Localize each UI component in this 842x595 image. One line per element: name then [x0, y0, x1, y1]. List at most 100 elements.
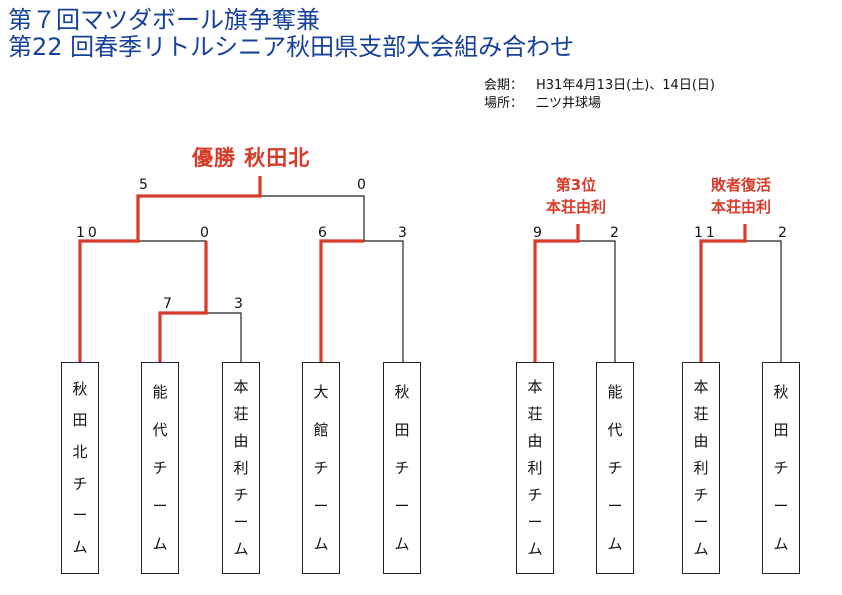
team-name-char: 由	[527, 431, 543, 450]
team-name-char: チ	[693, 486, 709, 505]
team-name-char: ム	[313, 535, 329, 553]
winner-path-third	[533, 224, 580, 362]
team-box-honjo-yuri-rep: 本荘由利チーム	[682, 362, 720, 574]
team-name-char: 能	[607, 383, 623, 401]
team-name-char: 田	[773, 421, 789, 439]
team-name-char: チ	[773, 459, 789, 477]
score-semi1-left: 10	[76, 225, 100, 241]
team-name-char: チ	[72, 474, 88, 493]
score-final-left: 5	[139, 177, 148, 193]
team-name-char: 利	[693, 458, 709, 477]
team-name-char: チ	[527, 486, 543, 505]
winner-path-champion	[78, 176, 262, 362]
score-rep-left: 11	[694, 225, 718, 241]
team-name-char: 大	[313, 383, 329, 401]
team-name-char: ー	[527, 513, 543, 532]
team-name-char: 能	[152, 383, 168, 401]
team-name-char: ム	[607, 535, 623, 553]
team-name-char: 秋	[773, 383, 789, 401]
score-semi1-right: 0	[200, 225, 209, 241]
team-name-char: ム	[72, 538, 88, 557]
winner-path-qf	[158, 241, 208, 362]
line-semi2-right	[364, 240, 404, 362]
date-label: 会期：	[484, 78, 524, 93]
team-box-akita: 秋田チーム	[383, 362, 421, 574]
team-box-akita-kita: 秋田北チーム	[61, 362, 99, 574]
third-place-title: 第3位	[555, 176, 597, 194]
team-name-char: ム	[233, 540, 249, 559]
team-name-char: チ	[152, 459, 168, 477]
team-box-honjo-yuri-third: 本荘由利チーム	[516, 362, 554, 574]
team-name-char: ー	[394, 497, 410, 515]
team-box-akita-rep: 秋田チーム	[762, 362, 800, 574]
team-name-char: 本	[527, 377, 543, 396]
line-semi1-right	[138, 240, 207, 313]
team-name-char: 由	[693, 431, 709, 450]
team-name-char: 由	[233, 431, 249, 450]
champion-label: 優勝 秋田北	[192, 146, 311, 170]
team-name-char: ー	[233, 513, 249, 532]
team-name-char: ー	[152, 497, 168, 515]
title-line-1: 第７回マツダボール旗争奪兼	[8, 6, 320, 34]
team-name-char: ー	[72, 506, 88, 525]
winner-path-semi2	[319, 239, 364, 362]
team-box-noshiro-third: 能代チーム	[596, 362, 634, 574]
third-place-team: 本荘由利	[545, 198, 606, 216]
place-value: 二ツ井球場	[536, 96, 602, 111]
score-third-left: 9	[533, 225, 542, 241]
team-name-char: ー	[313, 497, 329, 515]
team-box-odate: 大館チーム	[302, 362, 340, 574]
repechage-team: 本荘由利	[710, 198, 771, 216]
place-label: 場所：	[484, 96, 524, 111]
line-qf-right	[206, 312, 242, 362]
team-name-char: 荘	[527, 404, 543, 423]
team-name-char: チ	[313, 459, 329, 477]
team-name-char: ム	[693, 540, 709, 559]
score-rep-right: 2	[778, 225, 787, 241]
score-qf-left: 7	[163, 296, 172, 312]
repechage-title: 敗者復活	[710, 176, 771, 194]
team-name-char: ー	[607, 497, 623, 515]
team-box-noshiro: 能代チーム	[141, 362, 179, 574]
winner-path-rep	[699, 224, 747, 362]
team-name-char: 秋	[72, 379, 88, 398]
team-name-char: 秋	[394, 383, 410, 401]
score-third-right: 2	[610, 225, 619, 241]
team-name-char: 北	[72, 443, 88, 462]
title-line-2: 第22 回春季リトルシニア秋田県支部大会組み合わせ	[8, 33, 575, 61]
score-final-right: 0	[357, 177, 366, 193]
team-name-char: 利	[527, 458, 543, 477]
loser-lines	[138, 195, 782, 362]
team-name-char: 荘	[693, 404, 709, 423]
team-name-char: ー	[693, 513, 709, 532]
line-rep-right	[745, 240, 782, 362]
team-name-char: 田	[72, 411, 88, 430]
score-semi2-left: 6	[318, 225, 327, 241]
team-name-char: チ	[233, 486, 249, 505]
team-name-char: ー	[773, 497, 789, 515]
team-name-char: ム	[152, 535, 168, 553]
team-name-char: 代	[152, 421, 168, 439]
winner-lines	[78, 176, 747, 362]
line-final-right	[260, 195, 365, 241]
team-name-char: ム	[527, 540, 543, 559]
team-name-char: 本	[693, 377, 709, 396]
team-name-char: ム	[773, 535, 789, 553]
team-name-char: チ	[607, 459, 623, 477]
repechage-label: 敗者復活 本荘由利	[695, 174, 787, 218]
team-name-char: ム	[394, 535, 410, 553]
date-value: H31年4月13日(土)、14日(日)	[536, 78, 715, 93]
team-name-char: 荘	[233, 404, 249, 423]
line-third-right	[578, 240, 616, 362]
team-name-char: 本	[233, 377, 249, 396]
score-qf-right: 3	[234, 296, 243, 312]
event-date: 会期： H31年4月13日(土)、14日(日)	[484, 77, 715, 95]
third-place-label: 第3位 本荘由利	[530, 174, 622, 218]
team-name-char: チ	[394, 459, 410, 477]
team-box-honjo-yuri: 本荘由利チーム	[222, 362, 260, 574]
team-name-char: 田	[394, 421, 410, 439]
event-place: 場所： 二ツ井球場	[484, 95, 601, 113]
team-name-char: 代	[607, 421, 623, 439]
score-semi2-right: 3	[398, 225, 407, 241]
